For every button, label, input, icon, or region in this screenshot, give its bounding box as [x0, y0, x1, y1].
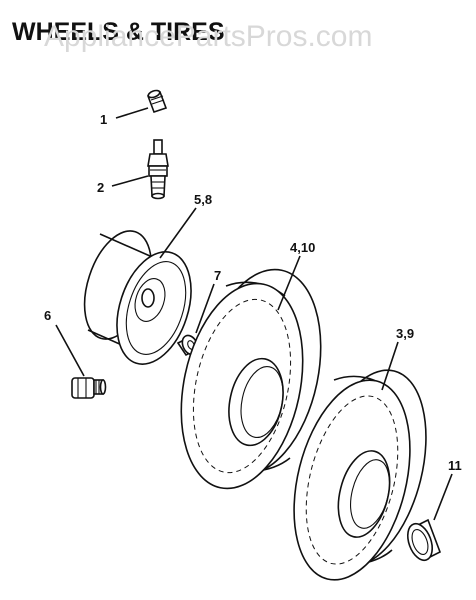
callout-3-9: 3,9	[396, 326, 414, 341]
part-lug-fitting	[71, 377, 107, 399]
leader-line-7	[195, 283, 215, 334]
part-valve-cap	[146, 89, 168, 114]
leader-line-3-9	[381, 341, 399, 391]
part-hub-cap	[406, 518, 442, 562]
callout-11: 11	[448, 458, 462, 473]
leader-line-2	[111, 175, 149, 187]
callout-1: 1	[100, 112, 107, 127]
part-valve-stem	[147, 139, 169, 200]
callout-2: 2	[97, 180, 104, 195]
callout-4-10: 4,10	[290, 240, 315, 255]
leader-line-6	[55, 324, 85, 377]
watermark: AppliancePartsPros.com	[44, 20, 372, 53]
callout-5-8: 5,8	[194, 192, 212, 207]
leader-line-5-8	[159, 207, 197, 259]
part-rim	[83, 230, 192, 365]
leader-line-4-10	[277, 255, 301, 311]
callout-7: 7	[214, 268, 221, 283]
part-tire-right	[293, 369, 427, 581]
callout-6: 6	[44, 308, 51, 323]
leader-line-1	[115, 107, 149, 119]
part-tire-left	[180, 268, 322, 490]
leader-line-11	[433, 473, 453, 521]
diagram-title: WHEELS & TIRES	[12, 18, 225, 46]
